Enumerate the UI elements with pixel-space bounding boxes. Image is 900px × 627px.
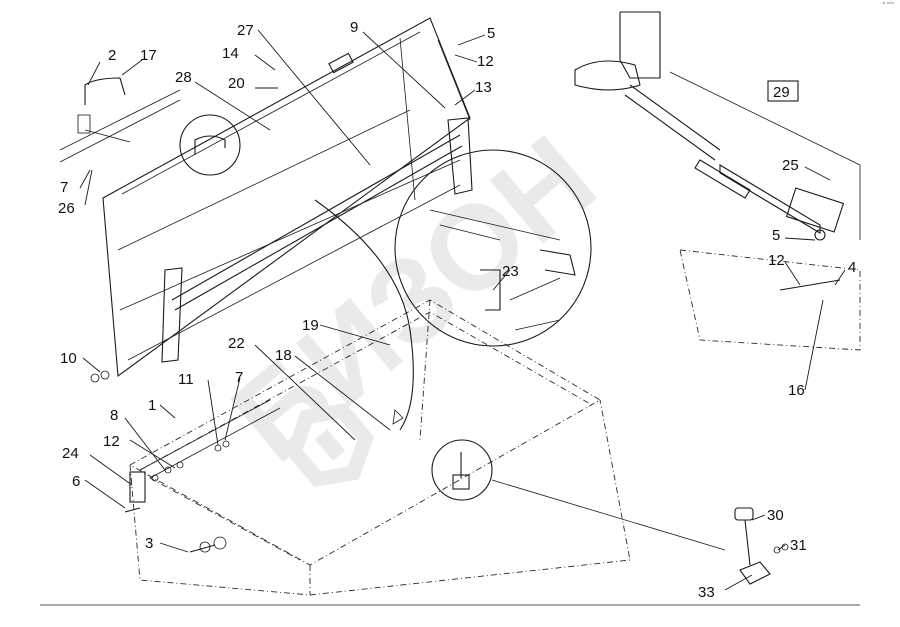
callout-6: 6 <box>72 473 80 490</box>
support-cable <box>314 199 414 431</box>
callout-12: 12 <box>477 53 494 70</box>
callout-3: 3 <box>145 535 153 552</box>
callout-24: 24 <box>62 445 79 462</box>
latch-detail <box>431 439 726 551</box>
leader-lines <box>79 29 846 591</box>
callout-2: 2 <box>108 47 116 64</box>
callout-16: 16 <box>788 382 805 399</box>
callout-33: 33 <box>698 584 715 601</box>
callout-29: 29 <box>773 84 790 101</box>
callout-1: 1 <box>148 397 156 414</box>
callout-12b: 12 <box>768 252 785 269</box>
callout-18: 18 <box>275 347 292 364</box>
watermark: БИЗОН <box>207 110 620 487</box>
corner-mark: ᵃᵗ ʷʷʷ <box>882 1 894 7</box>
callout-14: 14 <box>222 45 239 62</box>
callout-7b: 7 <box>235 369 243 386</box>
bracket-assembly <box>574 11 861 351</box>
watermark-logo <box>285 403 375 487</box>
callouts: 2 17 28 14 20 27 9 5 12 13 7 26 29 25 5 … <box>58 19 856 601</box>
callout-22: 22 <box>228 335 245 352</box>
callout-5: 5 <box>487 25 495 42</box>
callout-27: 27 <box>237 22 254 39</box>
callout-12c: 12 <box>103 433 120 450</box>
callout-17: 17 <box>140 47 157 64</box>
lid <box>102 17 473 378</box>
small-parts <box>734 507 789 585</box>
left-fasteners <box>90 370 230 553</box>
callout-20: 20 <box>228 75 245 92</box>
label-box-29 <box>767 80 799 102</box>
handle-detail <box>59 77 241 176</box>
callout-26: 26 <box>58 200 75 217</box>
callout-25: 25 <box>782 157 799 174</box>
lock-detail <box>394 149 592 347</box>
callout-28: 28 <box>175 69 192 86</box>
watermark-text: БИЗОН <box>207 110 620 487</box>
callout-4: 4 <box>848 259 856 276</box>
callout-7: 7 <box>60 179 68 196</box>
callout-8: 8 <box>110 407 118 424</box>
box-body <box>129 299 631 596</box>
callout-23: 23 <box>502 263 519 280</box>
callout-5b: 5 <box>772 227 780 244</box>
callout-19: 19 <box>302 317 319 334</box>
callout-13: 13 <box>475 79 492 96</box>
callout-11: 11 <box>178 371 194 388</box>
callout-9: 9 <box>350 19 358 36</box>
callout-10: 10 <box>60 350 77 367</box>
callout-30: 30 <box>767 507 784 524</box>
callout-31: 31 <box>790 537 807 554</box>
